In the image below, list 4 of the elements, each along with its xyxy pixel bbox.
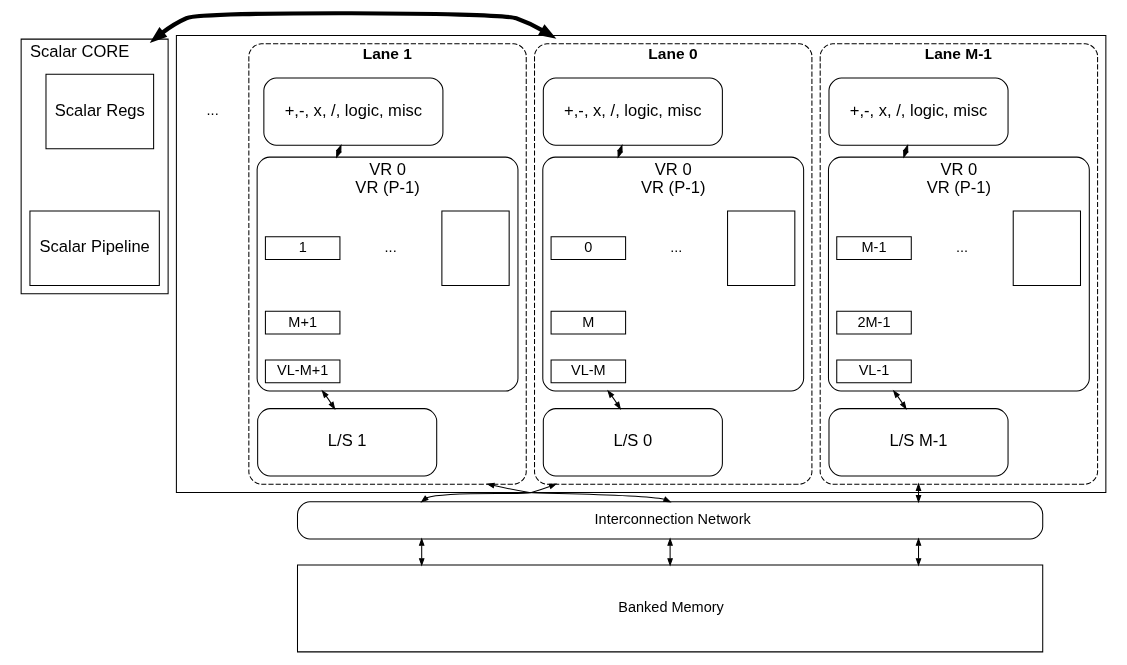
label: ... [670,239,683,256]
label: ... [955,239,969,256]
label: ... [384,239,397,256]
label: ... [206,102,219,119]
